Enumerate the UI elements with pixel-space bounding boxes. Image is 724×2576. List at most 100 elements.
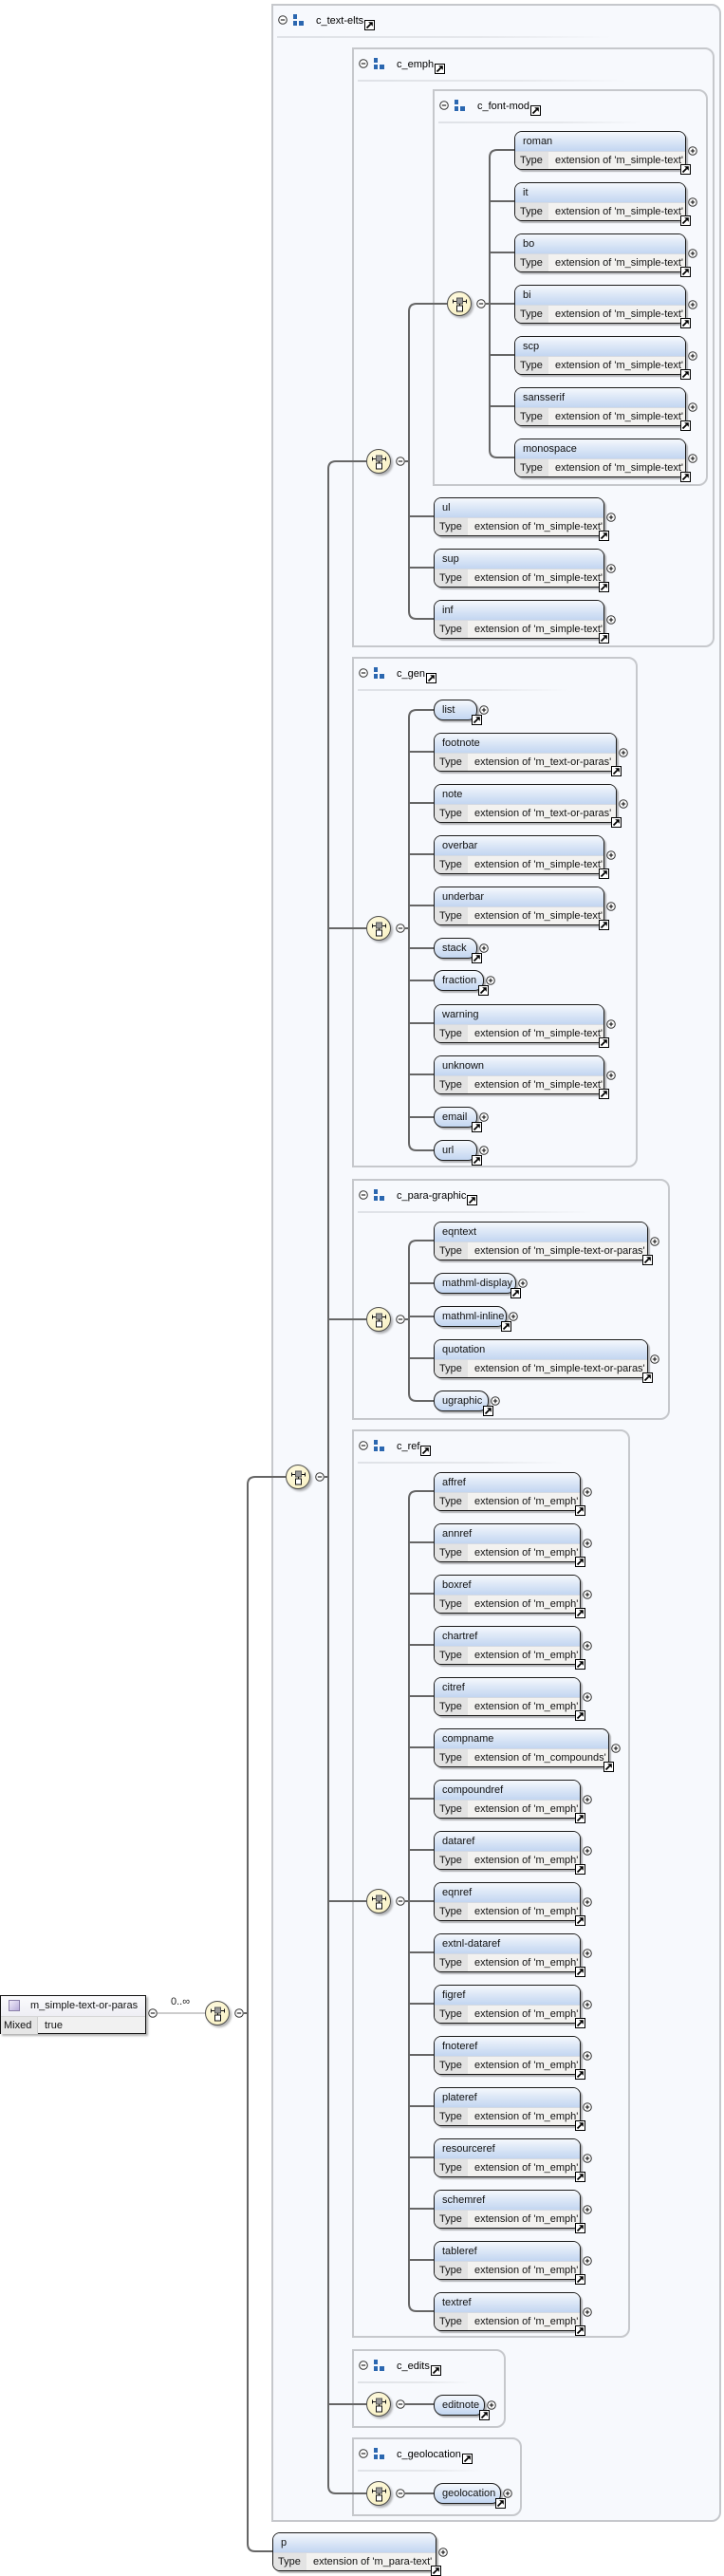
link-arrow-icon[interactable]: [575, 1967, 585, 1977]
collapse-minus-icon[interactable]: [148, 2008, 158, 2018]
link-arrow-icon[interactable]: [495, 2498, 506, 2509]
link-arrow-icon[interactable]: [575, 1813, 585, 1823]
expand-plus-icon[interactable]: [583, 2050, 592, 2061]
collapse-minus-icon[interactable]: [278, 15, 288, 25]
link-arrow-icon[interactable]: [611, 766, 622, 776]
expand-plus-icon[interactable]: [479, 705, 489, 715]
expand-plus-icon[interactable]: [650, 1236, 659, 1246]
link-arrow-icon[interactable]: [431, 2566, 441, 2576]
root-choice-choice-compositor-icon[interactable]: [205, 2001, 230, 2025]
element-email[interactable]: email: [434, 1107, 489, 1132]
link-arrow-icon[interactable]: [575, 1710, 585, 1721]
link-arrow-icon[interactable]: [680, 472, 691, 482]
expand-plus-icon[interactable]: [650, 1353, 659, 1364]
text-elts-choice-choice-compositor-icon[interactable]: [286, 1465, 310, 1489]
link-arrow-icon[interactable]: [467, 1195, 478, 1205]
element-mathml-inline[interactable]: mathml-inline: [434, 1306, 518, 1332]
link-arrow-icon[interactable]: [599, 868, 609, 879]
link-arrow-icon[interactable]: [599, 920, 609, 930]
link-arrow-icon[interactable]: [575, 2325, 585, 2336]
link-arrow-icon[interactable]: [483, 1406, 493, 1416]
element-mathml-display[interactable]: mathml-display: [434, 1273, 528, 1298]
element-geolocation[interactable]: geolocation: [434, 2483, 512, 2509]
collapse-minus-icon[interactable]: [359, 668, 368, 678]
element-list[interactable]: list: [434, 700, 489, 725]
collapse-minus-icon[interactable]: [396, 1315, 405, 1324]
gen-choice-choice-compositor-icon[interactable]: [366, 916, 391, 941]
link-arrow-icon[interactable]: [575, 1915, 585, 1926]
expand-plus-icon[interactable]: [583, 1691, 592, 1702]
expand-plus-icon[interactable]: [479, 1112, 489, 1122]
expand-plus-icon[interactable]: [583, 2255, 592, 2266]
link-arrow-icon[interactable]: [425, 673, 436, 683]
collapse-minus-icon[interactable]: [396, 2489, 405, 2498]
collapse-minus-icon[interactable]: [359, 59, 368, 68]
font-mod-choice-choice-compositor-icon[interactable]: [447, 291, 472, 316]
element-ugraphic[interactable]: ugraphic: [434, 1391, 500, 1416]
expand-plus-icon[interactable]: [487, 2400, 496, 2410]
expand-plus-icon[interactable]: [688, 299, 697, 309]
link-arrow-icon[interactable]: [530, 105, 542, 116]
collapse-minus-icon[interactable]: [359, 2449, 368, 2458]
link-arrow-icon[interactable]: [479, 2410, 490, 2420]
collapse-minus-icon[interactable]: [234, 2008, 244, 2018]
link-arrow-icon[interactable]: [472, 1122, 482, 1132]
expand-plus-icon[interactable]: [606, 614, 616, 625]
expand-plus-icon[interactable]: [611, 1743, 621, 1753]
expand-plus-icon[interactable]: [509, 1312, 518, 1321]
link-arrow-icon[interactable]: [603, 1762, 614, 1772]
element-url[interactable]: url: [434, 1140, 489, 1166]
expand-plus-icon[interactable]: [606, 849, 616, 860]
link-arrow-icon[interactable]: [599, 633, 609, 644]
link-arrow-icon[interactable]: [680, 215, 691, 226]
expand-plus-icon[interactable]: [491, 1396, 500, 1406]
expand-plus-icon[interactable]: [583, 1999, 592, 2009]
link-arrow-icon[interactable]: [680, 420, 691, 431]
expand-plus-icon[interactable]: [688, 401, 697, 412]
expand-plus-icon[interactable]: [688, 196, 697, 207]
link-arrow-icon[interactable]: [478, 985, 489, 996]
element-fraction[interactable]: fraction: [434, 970, 495, 996]
expand-plus-icon[interactable]: [583, 2204, 592, 2214]
link-arrow-icon[interactable]: [680, 318, 691, 328]
expand-plus-icon[interactable]: [688, 350, 697, 361]
link-arrow-icon[interactable]: [599, 1037, 609, 1048]
link-arrow-icon[interactable]: [575, 1659, 585, 1670]
expand-plus-icon[interactable]: [606, 1018, 616, 1029]
expand-plus-icon[interactable]: [619, 747, 628, 757]
link-arrow-icon[interactable]: [575, 1864, 585, 1875]
collapse-minus-icon[interactable]: [315, 1472, 325, 1482]
expand-plus-icon[interactable]: [606, 1070, 616, 1080]
link-arrow-icon[interactable]: [575, 1608, 585, 1618]
collapse-minus-icon[interactable]: [359, 2361, 368, 2370]
expand-plus-icon[interactable]: [583, 2306, 592, 2317]
expand-plus-icon[interactable]: [583, 1845, 592, 1856]
link-arrow-icon[interactable]: [599, 1089, 609, 1099]
collapse-minus-icon[interactable]: [476, 299, 486, 308]
expand-plus-icon[interactable]: [688, 453, 697, 463]
expand-plus-icon[interactable]: [518, 1279, 528, 1288]
expand-plus-icon[interactable]: [583, 1486, 592, 1497]
expand-plus-icon[interactable]: [479, 943, 489, 953]
expand-plus-icon[interactable]: [583, 1589, 592, 1599]
link-arrow-icon[interactable]: [599, 531, 609, 541]
link-arrow-icon[interactable]: [472, 715, 482, 725]
